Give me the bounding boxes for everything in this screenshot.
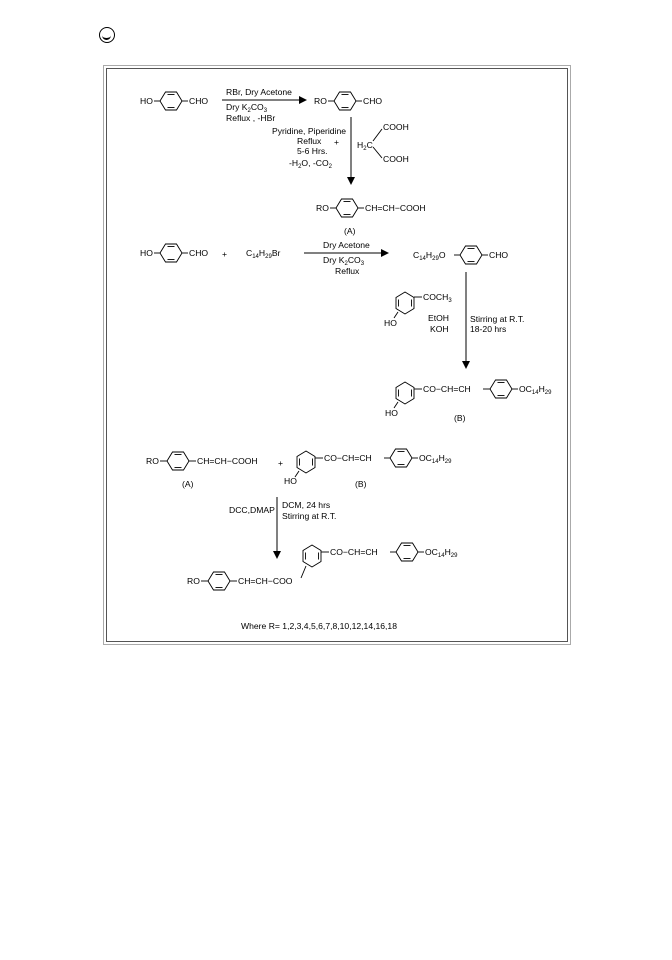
step5-plus: + (278, 458, 283, 468)
step3-ho: HO (140, 248, 153, 258)
step3-reagent-base: Dry K2CO3 (323, 255, 365, 267)
alkoxybenzaldehyde-cho: CHO (363, 96, 382, 106)
step2-cond2: Reflux (297, 136, 322, 146)
malonic-h2c: H2C (357, 140, 373, 152)
step5-b-label: (B) (355, 479, 367, 489)
benzene-ring-icon (207, 571, 231, 591)
step5-b-oc14h29: OC14H29 (419, 453, 452, 465)
acetophenone-ho: HO (384, 318, 397, 328)
benzene-ring-icon (166, 451, 190, 471)
benzene-ring-icon (333, 91, 357, 111)
step5-a-chain: CH=CH−COOH (197, 456, 258, 466)
benzene-ring-icon (159, 243, 183, 263)
benzene-ring-icon (335, 198, 359, 218)
compound-a-label: (A) (344, 226, 356, 236)
step5-b-chain: CO−CH=CH (324, 453, 372, 463)
step5-a-label: (A) (182, 479, 194, 489)
scheme-frame (106, 68, 568, 642)
step4: COCH3 HO EtOH KOH Stirring at R.T. 18-20… (384, 272, 552, 423)
step3-reflux: Reflux (335, 266, 360, 276)
step5-reagent-r2: Stirring at R.T. (282, 511, 336, 521)
step4-etoh: EtOH (428, 313, 449, 323)
tetradecyl-bromide: C14H29Br (246, 248, 281, 260)
compound-b-label: (B) (454, 413, 466, 423)
step3-plus: + (222, 249, 227, 259)
chalcone-ho: HO (385, 408, 398, 418)
step1-reflux: Reflux , -HBr (226, 113, 275, 123)
benzene-ring-icon (395, 291, 415, 315)
acetophenone-group: COCH3 (423, 292, 452, 304)
final-ester-chain: CH=CH−COO (238, 576, 293, 586)
step5-reagent-r1: DCM, 24 hrs (282, 500, 330, 510)
step5-b-ho: HO (284, 476, 297, 486)
journal-logo-icon (99, 27, 115, 43)
hydroxybenzaldehyde-ho: HO (140, 96, 153, 106)
benzene-ring-icon (489, 379, 513, 399)
step2-cond1: Pyridine, Piperidine (272, 126, 346, 136)
benzene-ring-icon (395, 542, 419, 562)
benzene-ring-icon (389, 448, 413, 468)
malonic-cooh-top: COOH (383, 122, 409, 132)
step4-cond2: 18-20 hrs (470, 324, 506, 334)
chalcone-oc14h29: OC14H29 (519, 384, 552, 396)
tetradecyloxy-benzaldehyde-c14h29o: C14H29O (413, 250, 446, 262)
cinnamic-chain: CH=CH−COOH (365, 203, 426, 213)
final-chalcone-chain: CO−CH=CH (330, 547, 378, 557)
step5-reagent-left: DCC,DMAP (229, 505, 275, 515)
step1-reagent-top: RBr, Dry Acetone (226, 87, 292, 97)
step3-reagent-top: Dry Acetone (323, 240, 370, 250)
benzene-ring-icon (159, 91, 183, 111)
benzene-ring-icon (296, 450, 316, 474)
step4-koh: KOH (430, 324, 449, 334)
step1: HO CHO RBr, Dry Acetone Dry K2CO3 Reflux… (140, 87, 382, 123)
final-ro: RO (187, 576, 200, 586)
step2-plus: + (334, 137, 339, 147)
step3-cho: CHO (189, 248, 208, 258)
step2: Pyridine, Piperidine Reflux + 5-6 Hrs. -… (272, 117, 426, 236)
step1-reagent-base: Dry K2CO3 (226, 102, 268, 114)
step4-cond1: Stirring at R.T. (470, 314, 524, 324)
chalcone-chain: CO−CH=CH (423, 384, 471, 394)
hydroxybenzaldehyde-cho: CHO (189, 96, 208, 106)
final-oc14h29: OC14H29 (425, 547, 458, 559)
benzene-ring-icon (302, 544, 322, 568)
malonic-cooh-bottom: COOH (383, 154, 409, 164)
benzene-ring-icon (395, 381, 415, 405)
step5-a-ro: RO (146, 456, 159, 466)
alkoxybenzaldehyde-ro: RO (314, 96, 327, 106)
step2-cond4: -H2O, -CO2 (289, 158, 333, 170)
step3: HO CHO + C14H29Br Dry Acetone Dry K2CO3 … (140, 240, 508, 276)
step2-cond3: 5-6 Hrs. (297, 146, 328, 156)
tetradecyloxy-benzaldehyde-cho: CHO (489, 250, 508, 260)
step5: RO CH=CH−COOH (A) + CO−CH=CH OC14H29 HO … (146, 448, 458, 591)
cinnamic-ro: RO (316, 203, 329, 213)
footer-r-values: Where R= 1,2,3,4,5,6,7,8,10,12,14,16,18 (241, 621, 397, 631)
benzene-ring-icon (459, 245, 483, 265)
